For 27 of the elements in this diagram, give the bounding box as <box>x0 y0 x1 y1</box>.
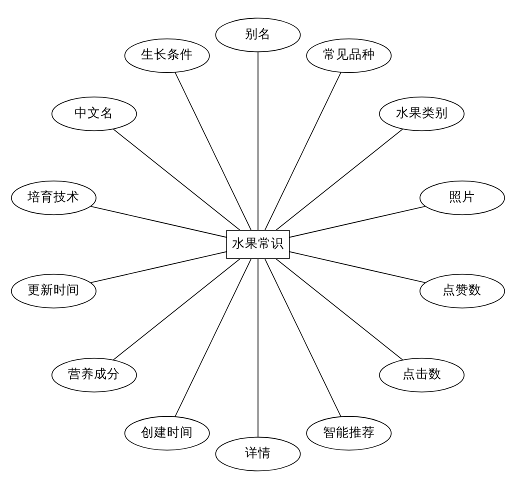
connector <box>174 72 252 231</box>
connector <box>264 72 342 231</box>
node-ellipse: 常见品种 <box>306 38 392 73</box>
connector <box>289 206 426 238</box>
node-ellipse: 培育技术 <box>11 180 96 216</box>
node-ellipse: 更新时间 <box>11 274 96 308</box>
connector <box>90 206 227 238</box>
connector <box>112 258 241 360</box>
connector <box>275 258 404 360</box>
connector <box>275 128 404 231</box>
node-ellipse: 点赞数 <box>420 274 505 308</box>
connector <box>90 251 227 284</box>
node-ellipse: 水果类别 <box>379 96 465 132</box>
connector <box>174 258 252 417</box>
node-ellipse: 点击数 <box>379 358 465 392</box>
connector <box>112 128 241 231</box>
node-ellipse: 中文名 <box>51 96 137 132</box>
connector <box>289 251 426 284</box>
node-ellipse: 创建时间 <box>124 416 210 450</box>
node-ellipse: 生长条件 <box>124 38 210 73</box>
node-box: 水果常识 <box>226 230 290 259</box>
node-ellipse: 营养成分 <box>51 358 137 392</box>
node-ellipse: 别名 <box>215 18 301 52</box>
node-ellipse: 详情 <box>215 436 301 472</box>
connector <box>264 258 342 417</box>
node-ellipse: 照片 <box>420 180 505 216</box>
node-ellipse: 智能推荐 <box>306 416 392 450</box>
